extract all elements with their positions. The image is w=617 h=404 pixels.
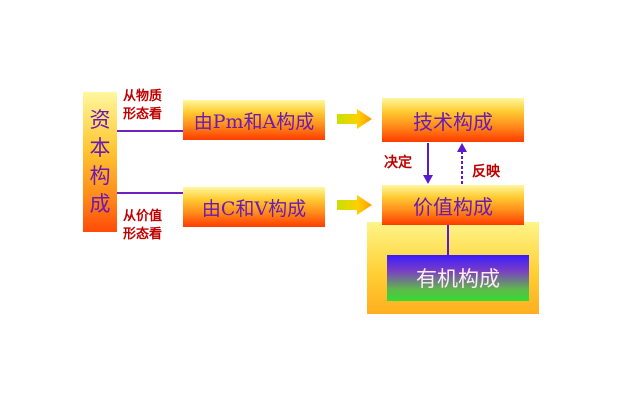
arrow-right-top <box>337 109 372 129</box>
value-form-line-2: 形态看 <box>123 227 163 242</box>
c-v-box: 由C和V构成 <box>183 187 325 227</box>
vertical-char-2: 本 <box>89 136 111 160</box>
organic-composition-box: 有机构成 <box>387 255 529 301</box>
material-form-line-2: 形态看 <box>123 107 163 122</box>
material-form-line-1: 从物质 <box>123 89 163 104</box>
arrow-right-bottom <box>337 195 372 215</box>
material-form-label: 从物质 形态看 <box>123 88 162 124</box>
technical-composition-box: 技术构成 <box>382 98 524 142</box>
react-label: 反映 <box>472 164 500 180</box>
vertical-char-4: 成 <box>89 192 111 216</box>
vertical-char-1: 资 <box>89 108 111 132</box>
arrow-react-head <box>457 143 467 152</box>
arrow-decide-head <box>423 175 433 184</box>
value-form-line-1: 从价值 <box>123 209 163 224</box>
vertical-char-3: 构 <box>89 164 111 188</box>
pm-a-box: 由Pm和A构成 <box>183 100 325 140</box>
decide-label: 决定 <box>384 155 412 171</box>
capital-composition-box: 资 本 构 成 <box>83 92 117 232</box>
value-composition-box: 价值构成 <box>382 185 524 225</box>
value-form-label: 从价值 形态看 <box>123 208 162 244</box>
